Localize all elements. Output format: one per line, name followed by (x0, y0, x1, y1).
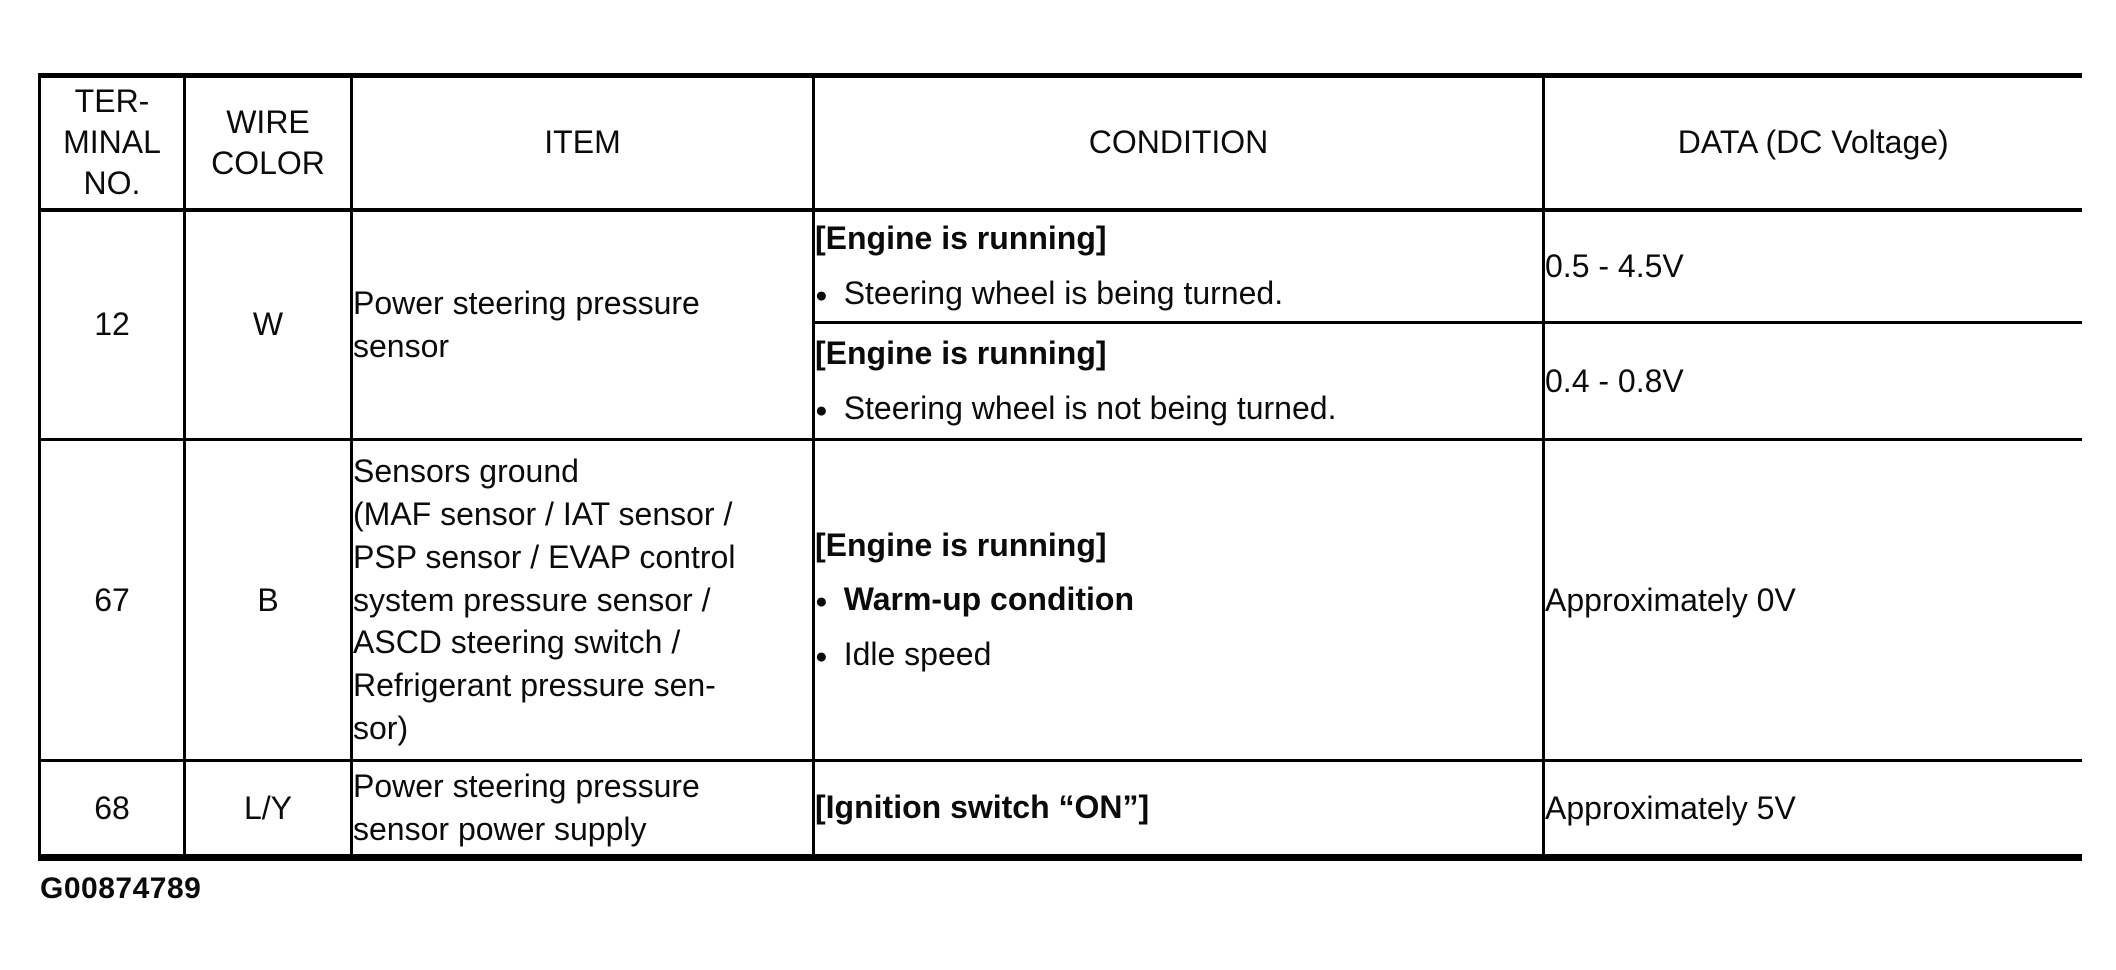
header-item: ITEM (350, 75, 814, 212)
data-cell: Approximately 5V (1542, 760, 2082, 858)
condition-bullet: ● Warm-up condition (815, 579, 1542, 621)
condition-bullet: ● Steering wheel is being turned. (815, 273, 1542, 315)
header-condition: CONDITION (812, 75, 1544, 212)
condition-cell: [Engine is running] ● Steering wheel is … (812, 322, 1544, 441)
condition-bullet: ● Steering wheel is not being turned. (815, 388, 1542, 430)
bullet-icon: ● (815, 644, 828, 668)
condition-cell: [Engine is running] ● Warm-up condition … (812, 439, 1544, 762)
condition-bullet-text: Idle speed (843, 635, 992, 672)
item-cell: Sensors ground (MAF sensor / IAT sensor … (350, 439, 814, 762)
table-row: 68 L/Y Power steering pressure sensor po… (38, 760, 2082, 858)
condition-bullet: ● Idle speed (815, 634, 1542, 676)
condition-state: [Engine is running] (815, 334, 1107, 371)
table-row: 12 W Power steering pressure sensor [Eng… (38, 209, 2082, 441)
data-cell: Approximately 0V (1542, 439, 2082, 762)
bullet-icon: ● (815, 283, 828, 307)
condition-bullet-text: Steering wheel is being turned. (843, 274, 1284, 311)
terminal-no-cell: 67 (38, 439, 185, 762)
item-cell: Power steering pressure sensor (350, 209, 814, 441)
header-terminal-no: TER- MINAL NO. (38, 75, 185, 212)
terminal-no-cell: 12 (38, 209, 185, 441)
condition-cell: [Ignition switch “ON”] (812, 760, 1544, 858)
wire-color-cell: B (183, 439, 352, 762)
condition-bullet-text: Warm-up condition (843, 581, 1135, 618)
data-cell: 0.4 - 0.8V (1542, 322, 2082, 441)
header-wire-color: WIRE COLOR (183, 75, 352, 212)
data-cell: 0.5 - 4.5V (1542, 209, 2082, 324)
condition-state: [Engine is running] (815, 526, 1107, 563)
condition-cell: [Engine is running] ● Steering wheel is … (812, 209, 1544, 324)
terminal-no-cell: 68 (38, 760, 185, 858)
wire-color-cell: W (183, 209, 352, 441)
bullet-icon: ● (815, 590, 828, 614)
condition-state: [Ignition switch “ON”] (815, 789, 1150, 826)
bullet-icon: ● (815, 398, 828, 422)
table-row: 67 B Sensors ground (MAF sensor / IAT se… (38, 439, 2082, 762)
header-row: TER- MINAL NO. WIRE COLOR ITEM CONDITION… (38, 75, 2082, 212)
table-row: [Engine is running] ● Steering wheel is … (40, 322, 2082, 441)
terminal-spec-table: TER- MINAL NO. WIRE COLOR ITEM CONDITION… (38, 73, 2082, 861)
header-data: DATA (DC Voltage) (1542, 75, 2082, 212)
condition-state: [Engine is running] (815, 220, 1107, 257)
item-cell: Power steering pressure sensor power sup… (350, 760, 814, 858)
wire-color-cell: L/Y (183, 760, 352, 858)
figure-id-label: G00874789 (40, 872, 202, 905)
condition-bullet-text: Steering wheel is not being turned. (843, 389, 1337, 426)
